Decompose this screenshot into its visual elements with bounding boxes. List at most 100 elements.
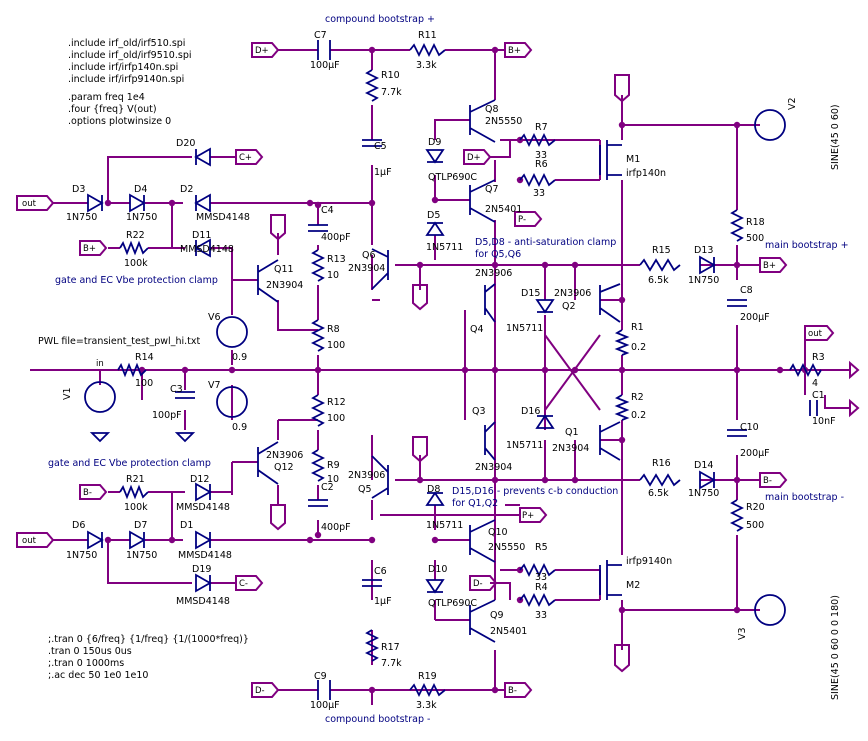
ref-v1: V1 xyxy=(62,387,73,400)
diode-d4-symbol xyxy=(129,193,146,213)
ref-q8: Q8 xyxy=(485,104,499,115)
bjt-q6-symbol xyxy=(371,248,389,290)
port-bplus-left: B+ xyxy=(83,244,96,254)
resistor-r11-symbol xyxy=(409,42,446,58)
value-q12: 2N3906 xyxy=(266,450,303,461)
ref-r20: R20 xyxy=(746,502,765,513)
port-out-top: out xyxy=(22,199,37,209)
resistor-r19-symbol xyxy=(409,682,446,698)
port-bminus-bot: B- xyxy=(508,686,517,696)
ref-c2: C2 xyxy=(321,482,334,493)
diode-d19-symbol xyxy=(195,573,212,593)
resistor-r7-symbol xyxy=(519,132,556,148)
value-q1: 2N3904 xyxy=(552,443,589,454)
resistor-r3-symbol xyxy=(789,362,822,378)
ref-r21: R21 xyxy=(126,474,145,485)
resistor-r4-symbol xyxy=(519,592,556,608)
spice-directive-1: .include irf_old/irf510.spi xyxy=(68,38,185,49)
ref-d19: D19 xyxy=(192,564,211,575)
value-c2: 400pF xyxy=(321,522,351,533)
note-compound-top: compound bootstrap + xyxy=(325,14,435,25)
ref-v3: V3 xyxy=(737,627,748,640)
bjt-q7-symbol xyxy=(469,179,496,223)
diode-d9-symbol xyxy=(425,149,445,164)
value-q6: 2N3904 xyxy=(348,263,385,274)
bjt-q5-symbol xyxy=(371,455,389,499)
ref-r3: R3 xyxy=(812,352,825,363)
port-dplus-top: D+ xyxy=(255,46,269,56)
ref-c9: C9 xyxy=(314,671,327,682)
ref-d13: D13 xyxy=(694,245,713,256)
value-r18: 500 xyxy=(746,233,764,244)
value-d14: 1N750 xyxy=(688,488,719,499)
value-r8: 100 xyxy=(327,340,345,351)
capacitor-c3-symbol xyxy=(175,391,195,399)
diode-d15-symbol xyxy=(535,299,555,314)
ref-r17: R17 xyxy=(381,642,400,653)
ref-d1: D1 xyxy=(180,520,193,531)
value-r2: 0.2 xyxy=(631,410,646,421)
component-refs: C7100µFR113.3kR107.7kQ82N5550R733R633M1i… xyxy=(0,0,836,711)
capacitor-c2-symbol xyxy=(308,499,328,507)
ref-m2: M2 xyxy=(626,580,640,591)
value-d9: QTLP690C xyxy=(428,172,477,183)
spice-directive-6: .four {freq} V(out) xyxy=(68,104,157,115)
pwl-text: PWL file=transient_test_pwl_hi.txt xyxy=(38,336,200,347)
value-q9: 2N5401 xyxy=(490,626,527,637)
net-ports: D+ B+ C+ out B+ D+ P- B+ out B- B- out P… xyxy=(16,42,860,698)
value-r13: 10 xyxy=(327,270,339,281)
value-r5: 33 xyxy=(535,572,547,583)
value-v7: 0.9 xyxy=(232,422,247,433)
note-antisat-1: D5,D8 - anti-saturation clamp xyxy=(475,237,616,248)
ref-c10: C10 xyxy=(740,422,759,433)
note-antisat-2: for Q5,Q6 xyxy=(475,249,521,260)
value-r1: 0.2 xyxy=(631,342,646,353)
ref-d5: D5 xyxy=(427,210,440,221)
note-gate-bot: gate and EC Vbe protection clamp xyxy=(48,458,211,469)
capacitor-c10-symbol xyxy=(727,429,747,437)
diode-d8-symbol xyxy=(425,491,445,506)
diode-d10-symbol xyxy=(425,579,445,594)
port-dminus-bot: D- xyxy=(255,686,265,696)
resistor-r1-symbol xyxy=(614,329,630,356)
value-q8: 2N5550 xyxy=(485,116,522,127)
tran-directive-1: ;.tran 0 {6/freq} {1/freq} {1/(1000*freq… xyxy=(48,634,249,645)
value-d10: QTLP690C xyxy=(428,598,477,609)
value-q7: 2N5401 xyxy=(485,204,522,215)
resistor-r9-symbol xyxy=(310,449,326,482)
resistor-r8-symbol xyxy=(310,319,326,352)
ref-q7: Q7 xyxy=(485,184,499,195)
ref-r2: R2 xyxy=(631,392,644,403)
ref-r5: R5 xyxy=(535,542,548,553)
ref-d20: D20 xyxy=(176,138,195,149)
value-m2: irfp9140n xyxy=(626,556,672,567)
source-v3-spec: SINE(45 0 60 0 0 180) xyxy=(830,595,841,700)
value-q10: 2N5550 xyxy=(488,542,525,553)
resistor-r12-symbol xyxy=(310,394,326,427)
ref-c7: C7 xyxy=(314,30,327,41)
diode-d14-symbol xyxy=(699,470,716,490)
bjt-q1-symbol xyxy=(599,421,621,461)
port-cplus: C+ xyxy=(239,153,252,163)
ref-v7: V7 xyxy=(208,380,221,391)
text-labels: .include irf_old/irf510.spi .include irf… xyxy=(38,14,849,725)
port-out-right: out xyxy=(808,329,823,339)
mosfet-m1-symbol xyxy=(599,140,622,180)
value-c5: 1µF xyxy=(374,167,392,178)
component-symbols xyxy=(84,40,822,700)
resistor-r13-symbol xyxy=(310,249,326,282)
value-r16: 6.5k xyxy=(648,488,669,499)
ref-r14: R14 xyxy=(135,352,154,363)
diode-d2-symbol xyxy=(194,193,211,213)
value-r21: 100k xyxy=(124,502,148,513)
ref-r9: R9 xyxy=(327,460,340,471)
value-r19: 3.3k xyxy=(416,700,437,711)
value-c6: 1µF xyxy=(374,596,392,607)
value-v6: 0.9 xyxy=(232,352,247,363)
value-d2: MMSD4148 xyxy=(196,212,250,223)
ref-d12: D12 xyxy=(190,474,209,485)
ref-r4: R4 xyxy=(535,582,548,593)
ref-q12: Q12 xyxy=(274,462,294,473)
ref-q3: Q3 xyxy=(472,406,486,417)
ref-v2: V2 xyxy=(787,97,798,110)
